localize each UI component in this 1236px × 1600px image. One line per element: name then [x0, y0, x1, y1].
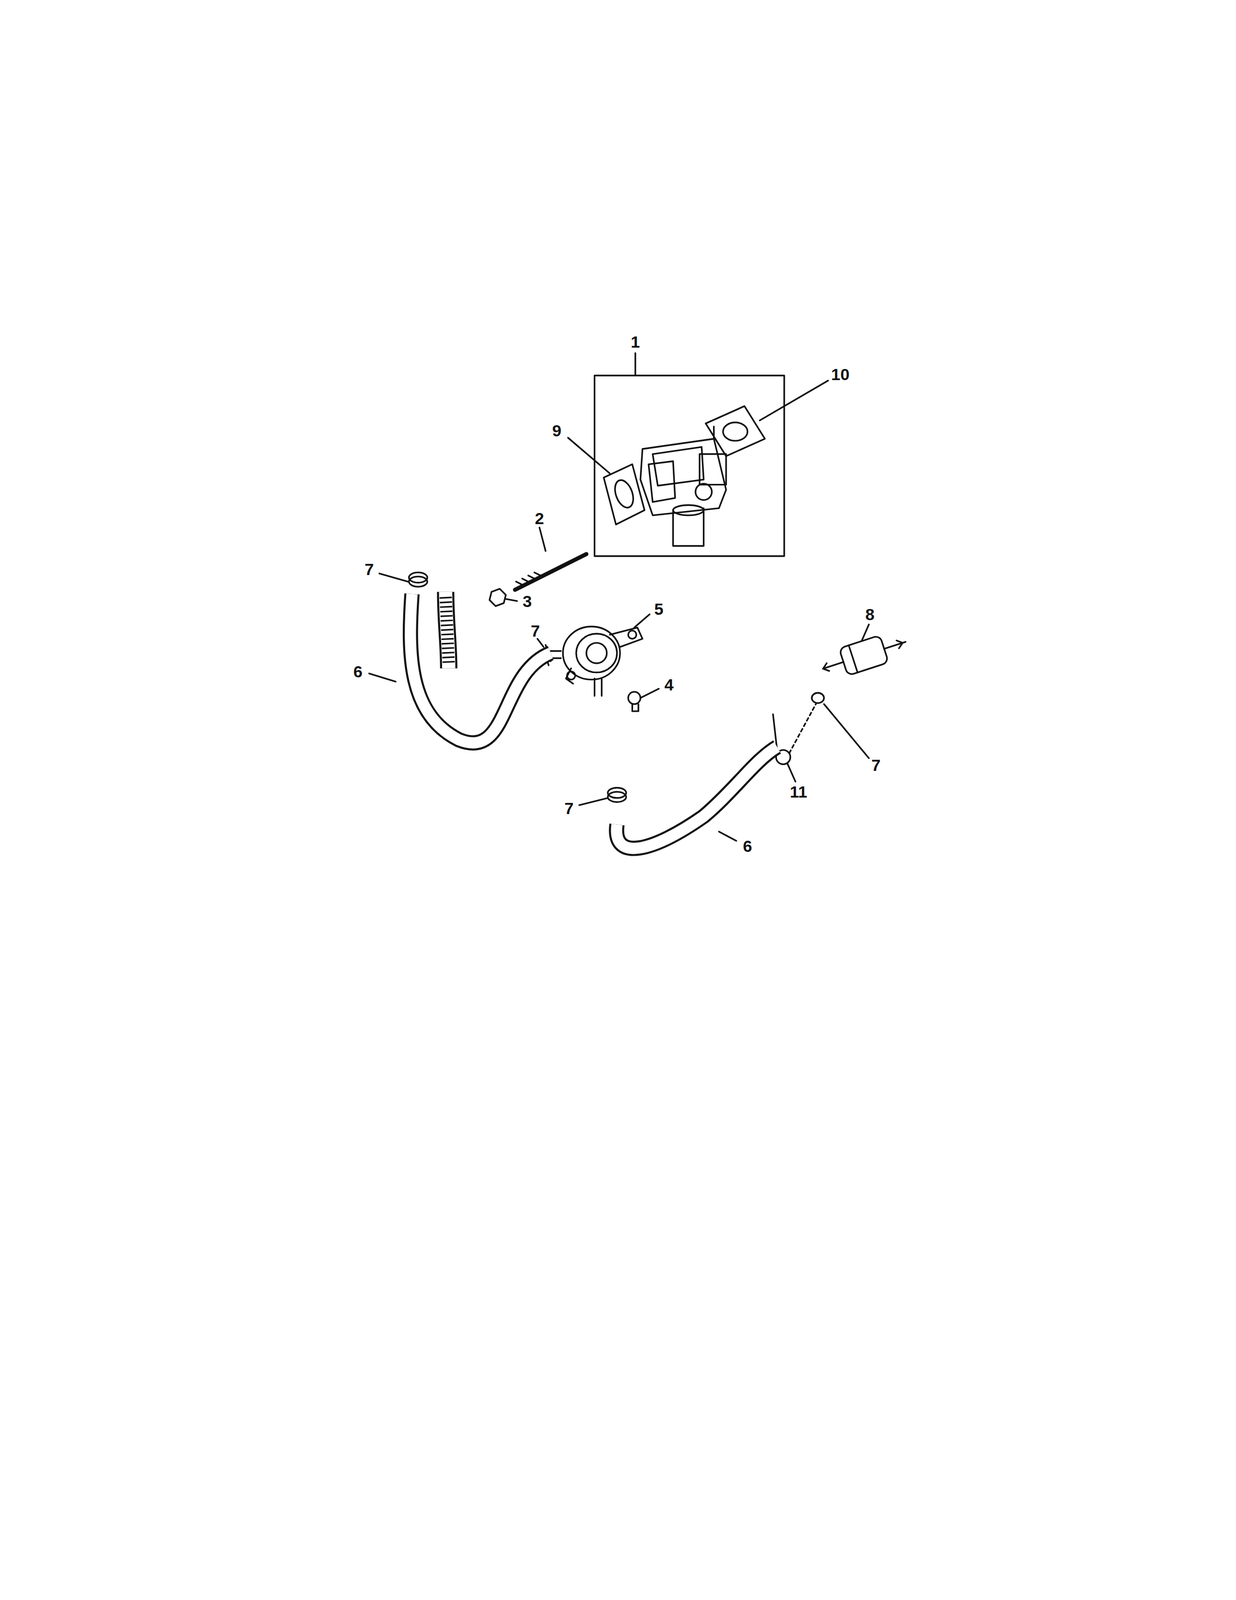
callout-number: 8 — [865, 605, 875, 623]
callout-number: 11 — [789, 783, 808, 800]
callout-number: 7 — [871, 756, 881, 774]
callout-number: 3 — [522, 592, 532, 610]
callout-number: 6 — [743, 837, 753, 855]
callout-number: 10 — [831, 365, 850, 383]
callout-number: 2 — [535, 509, 545, 527]
callout-number: 1 — [630, 333, 640, 350]
callout-number: 7 — [530, 622, 540, 639]
callout-number: 4 — [664, 676, 674, 693]
callout-number: 9 — [552, 422, 562, 439]
callout-number: 5 — [654, 600, 664, 618]
callout-number: 6 — [353, 663, 363, 680]
callout-number: 7 — [564, 799, 574, 817]
callout-number: 7 — [364, 560, 374, 578]
